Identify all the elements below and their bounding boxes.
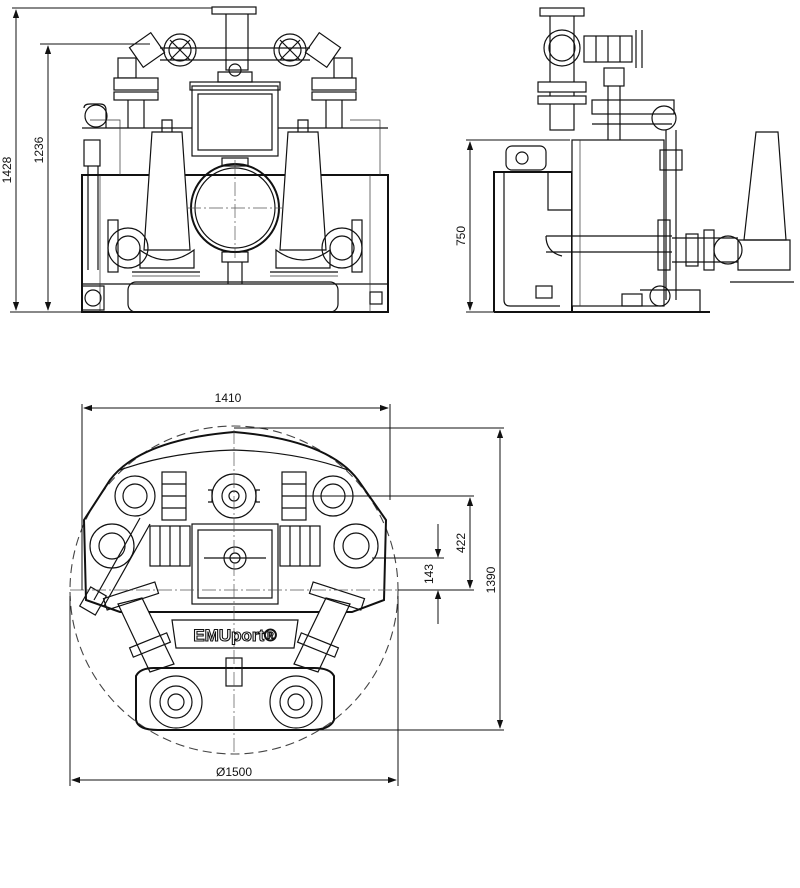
dim-depth: 1390 [484,566,498,593]
side-view [466,7,794,313]
dim-offset-large: 422 [454,533,468,553]
dim-diameter: Ø1500 [216,765,252,779]
dim-total-height: 1428 [0,156,14,183]
brand-logo: EMUport® [193,626,277,645]
plan-view [69,404,504,786]
dim-inlet-height: 1236 [32,136,46,163]
dim-offset-small: 143 [422,564,436,584]
front-view [10,6,389,313]
dim-outlet-height: 750 [454,226,468,246]
dim-width: 1410 [215,391,242,405]
